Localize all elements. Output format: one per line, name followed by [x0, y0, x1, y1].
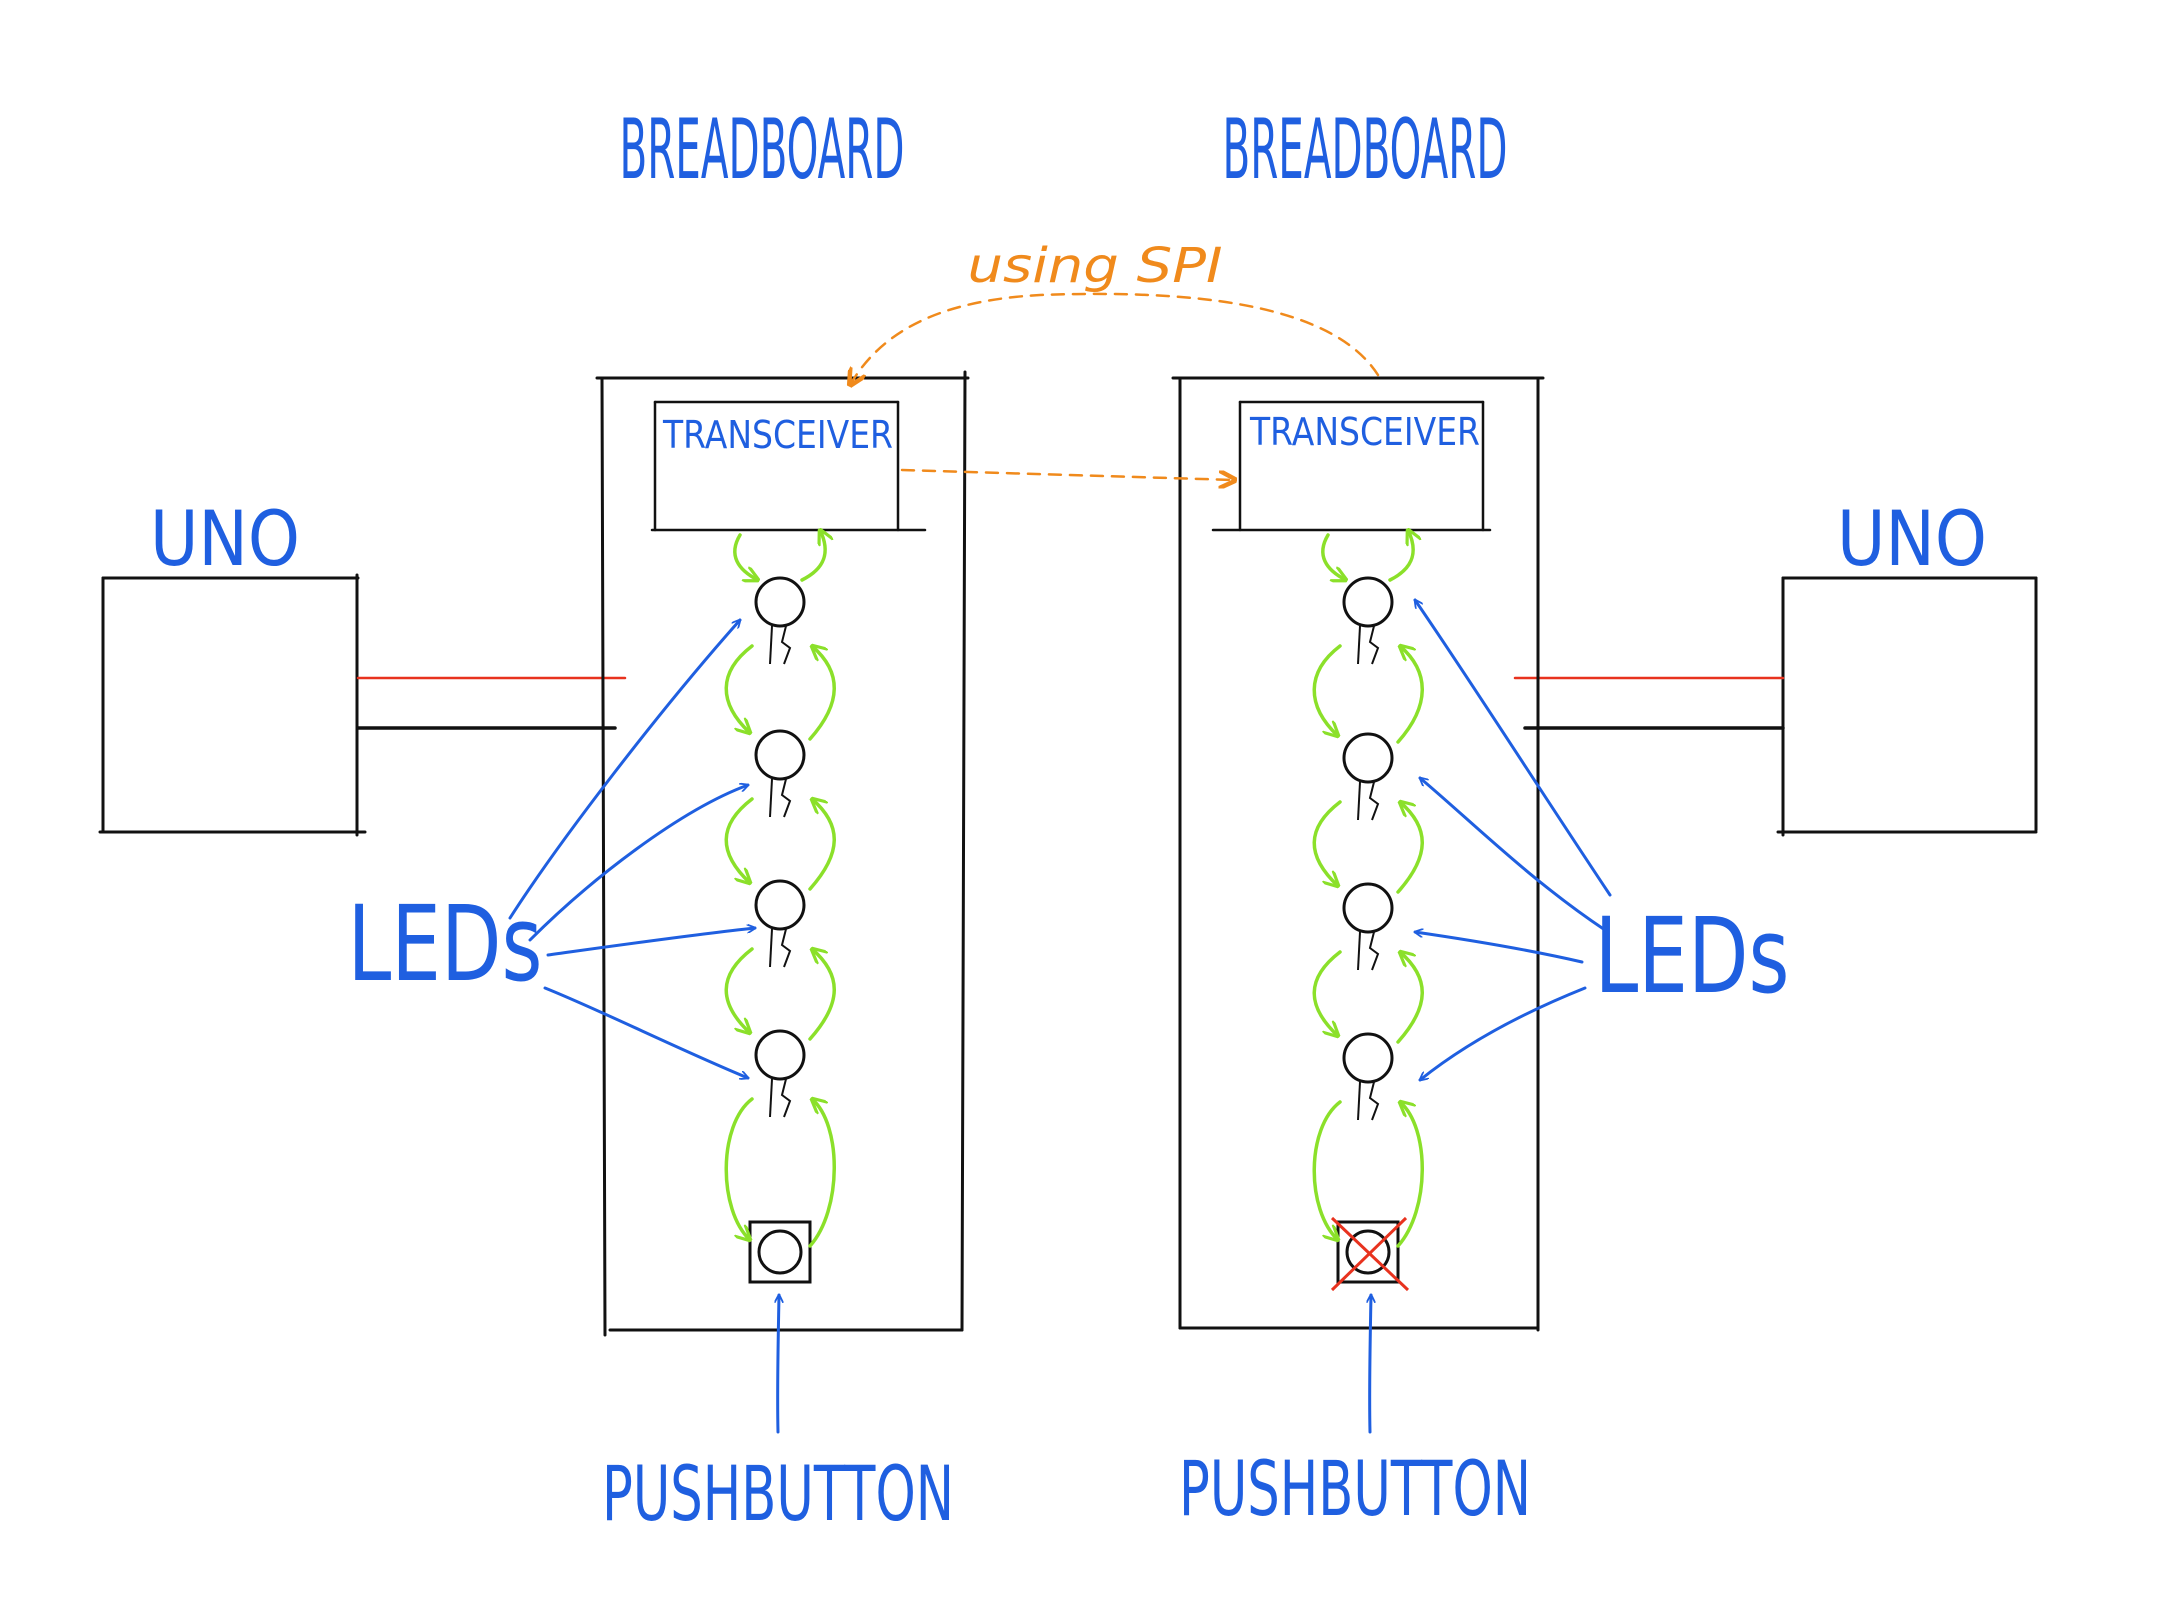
- pushbutton-right-label: PUSHBUTTON: [1179, 1444, 1531, 1533]
- right-led-1: [1342, 576, 1394, 665]
- pushbutton-left-label: PUSHBUTTON: [602, 1449, 954, 1538]
- uno-left-board: [98, 573, 367, 837]
- right-led-2: [1342, 732, 1394, 821]
- components-right: [1330, 576, 1410, 1292]
- breadboard-right-label: BREADBOARD: [1223, 102, 1508, 198]
- leds-left-label: LEDs: [348, 883, 543, 1005]
- right-pushbutton: [1336, 1220, 1400, 1284]
- left-led-1: [754, 576, 806, 665]
- right-led-3: [1342, 882, 1394, 971]
- uno-right-board: [1776, 576, 2038, 837]
- left-pushbutton: [748, 1220, 812, 1284]
- leds-right-label: LEDs: [1595, 895, 1790, 1017]
- pushbutton-pointer-arrows: [778, 1293, 1371, 1434]
- components-left: [748, 576, 812, 1284]
- power-wires-left: [356, 676, 627, 730]
- signal-arrows-left: [724, 530, 836, 1248]
- uno-left-label: UNO: [150, 494, 300, 583]
- power-wires-right: [1513, 676, 1785, 730]
- breadboard-right: [1171, 376, 1545, 1332]
- left-led-4: [754, 1029, 806, 1118]
- transceiver-right: [1211, 400, 1492, 532]
- signal-arrows-right: [1312, 530, 1424, 1248]
- breadboard-left: [595, 370, 970, 1337]
- right-led-4: [1342, 1032, 1394, 1121]
- breadboard-left-label: BREADBOARD: [620, 102, 905, 198]
- transceiver-left: [650, 400, 927, 532]
- left-led-2: [754, 729, 806, 818]
- transceiver-right-label: TRANSCEIVER: [1249, 410, 1480, 454]
- right-pushbutton-cross: [1330, 1216, 1410, 1292]
- transceiver-left-label: TRANSCEIVER: [662, 413, 893, 457]
- spi-link-arrows: [850, 292, 1380, 480]
- led-pointer-arrows-left: [508, 620, 757, 1078]
- spi-link-label: using SPI: [968, 238, 1223, 294]
- uno-right-label: UNO: [1837, 494, 1987, 583]
- left-led-3: [754, 879, 806, 968]
- led-pointer-arrows-right: [1415, 600, 1612, 1080]
